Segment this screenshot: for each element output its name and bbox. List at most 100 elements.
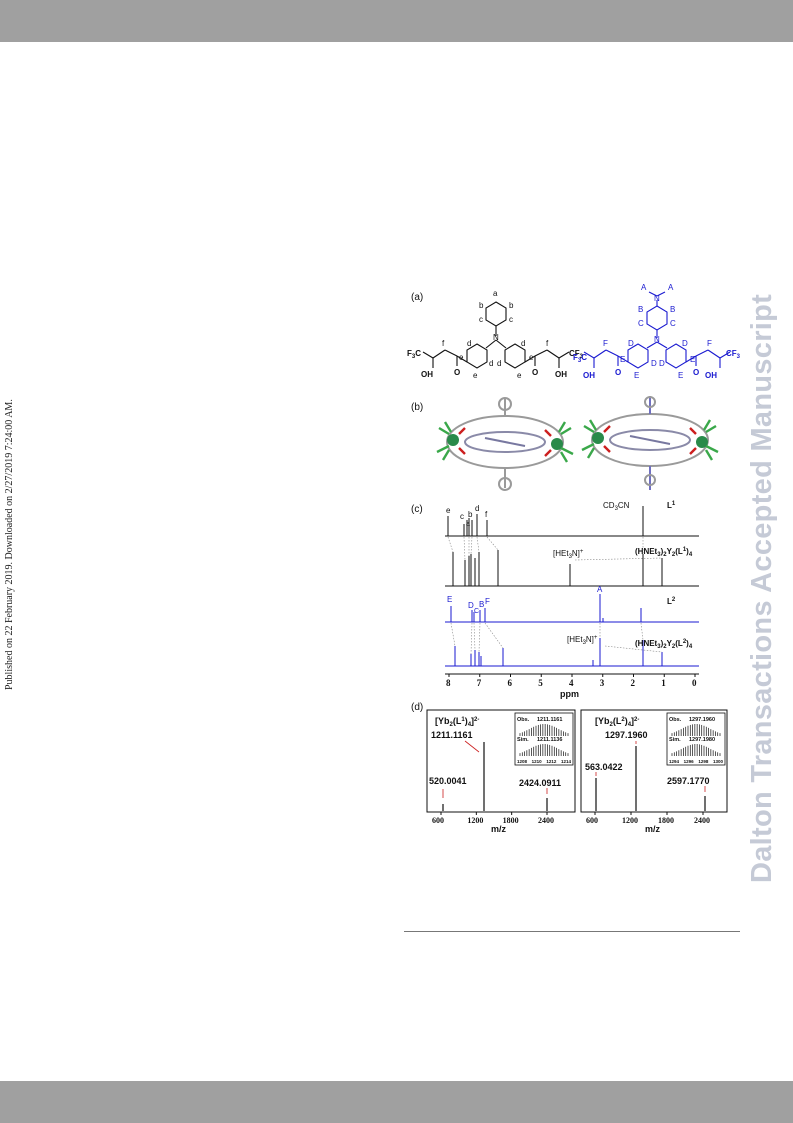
mz-tick-label: 1800	[503, 816, 519, 825]
sim-value-right: 1297.1980	[689, 737, 715, 743]
mz-tick-label: 2400	[538, 816, 554, 825]
nmr-trace-l1	[445, 506, 699, 537]
f3c-left: F3C	[407, 349, 421, 360]
label-B-right: B	[670, 305, 675, 314]
mz-tick-label: 1200	[467, 816, 483, 825]
nmr-trace-complex2	[445, 638, 699, 667]
l1-label: L1	[667, 501, 676, 510]
peak-label-D: D	[468, 601, 474, 610]
mz-axis-label-left: m/z	[491, 824, 507, 834]
sim-value-left: 1211.1136	[537, 737, 562, 743]
ms-arrows-right	[595, 741, 706, 792]
inset-tick-label: 1298	[698, 759, 709, 764]
obs-label-right: Obs.	[669, 717, 682, 723]
sim-label-left: Sim.	[517, 737, 529, 743]
inset-tick-label: 1212	[546, 759, 557, 764]
isotope-pattern-sim-right	[671, 744, 721, 756]
inset-tick-label: 1300	[713, 759, 724, 764]
high-peak-value-left: 2424.0911	[519, 778, 561, 788]
isotope-pattern-obs-right	[671, 724, 721, 736]
ppm-tick-label: 6	[508, 678, 513, 688]
footer-bar	[0, 1081, 793, 1123]
panel-d-label: (d)	[411, 702, 424, 713]
ppm-axis-label: ppm	[560, 689, 579, 699]
label-e-2: e	[473, 371, 478, 380]
label-d-1: d	[467, 339, 471, 348]
peak-label-b: b	[468, 510, 473, 519]
panel-d-mass-spectra: [Yb2(L1)4]2- 1211.1161 520.0041 2424.091…	[426, 709, 728, 834]
mz-tick-label: 2400	[694, 816, 710, 825]
peak-label-A: A	[597, 585, 603, 594]
label-a: a	[493, 289, 498, 298]
publication-notice-text: Published on 22 February 2019. Downloade…	[4, 399, 15, 690]
l2-label: L2	[667, 597, 676, 606]
mz-axis-ticks-right: 600 1200 1800 2400	[586, 812, 710, 825]
het3n-label-2: [HEt3N]+	[567, 635, 598, 646]
nmr-trace-l2	[445, 594, 699, 623]
complex2-label: (HNEt3)2Y2(L2)4	[635, 639, 693, 650]
figure: (a) a b b c c N d d	[405, 282, 745, 842]
nmr-trace-complex1	[445, 550, 699, 587]
label-C-right: C	[670, 319, 676, 328]
peak-label-C: C	[474, 608, 479, 615]
mz-tick-label: 1800	[658, 816, 674, 825]
label-A-left: A	[641, 283, 647, 292]
panel-c-label: (c)	[411, 504, 423, 515]
peak-label-E: E	[447, 595, 452, 604]
watermark-text: Dalton Transactions Accepted Manuscript	[746, 293, 778, 883]
peak-label-c: c	[460, 512, 464, 521]
label-e-4: e	[529, 353, 534, 362]
crystal-structure-left	[436, 397, 574, 491]
correlation-lines-2	[450, 622, 663, 655]
o-right: O	[532, 368, 538, 377]
ms-peaks-left	[442, 742, 548, 811]
label-D-4: D	[682, 339, 688, 348]
panel-a-structures: a b b c c N d d d d e e e e f f F3C OH O…	[407, 283, 741, 380]
high-peak-value-right: 2597.1770	[667, 776, 710, 786]
isotope-pattern-obs-left	[519, 724, 569, 736]
peak-label-B: B	[479, 600, 484, 609]
ppm-tick-label: 4	[569, 678, 574, 688]
solvent-label: CD3CN	[603, 501, 630, 512]
label-c-right: c	[509, 315, 513, 324]
complex1-label: (HNEt3)2Y2(L1)4	[635, 547, 693, 558]
label-C-left: C	[638, 319, 644, 328]
label-F-right: F	[707, 339, 712, 348]
mz-tick-label: 1200	[622, 816, 638, 825]
footnote-rule	[404, 931, 740, 932]
label-f-left: f	[442, 339, 445, 348]
label-E-4: E	[690, 355, 695, 364]
peak-label-e: e	[446, 506, 451, 515]
ms-peaks-right	[595, 746, 706, 811]
oh-right: OH	[555, 370, 567, 379]
obs-label-left: Obs.	[517, 717, 530, 723]
panel-b-crystal-structures	[436, 396, 719, 491]
het3n-label-1: [HEt3N]+	[553, 549, 584, 560]
label-d-4: d	[521, 339, 525, 348]
mz-tick-label: 600	[586, 816, 598, 825]
ppm-tick-label: 1	[661, 678, 666, 688]
peak-label-F: F	[485, 597, 490, 606]
ppm-tick-label: 7	[477, 678, 482, 688]
label-N-top: N	[654, 294, 660, 303]
label-D-2: D	[651, 359, 657, 368]
ppm-tick-label: 3	[600, 678, 605, 688]
inset-tick-label: 1296	[684, 759, 695, 764]
peak-label-f: f	[485, 510, 488, 519]
o-left: O	[454, 368, 460, 377]
oh-right-blue: OH	[705, 371, 717, 380]
isotope-inset-left	[514, 712, 574, 766]
obs-value-right: 1297.1960	[689, 717, 715, 723]
mz-axis-ticks-left: 600 1200 1800 2400	[432, 812, 554, 825]
inset-tick-label: 1208	[517, 759, 528, 764]
dimethylamino-phenyl-ring	[646, 305, 668, 331]
phenyl-ring-top	[485, 301, 507, 327]
peak-label-d: d	[475, 504, 479, 513]
ligand-l1-structure	[422, 301, 570, 369]
mz-tick-label: 600	[432, 816, 444, 825]
header-bar	[0, 0, 793, 42]
label-E-1: E	[620, 355, 625, 364]
ppm-tick-label: 2	[631, 678, 636, 688]
